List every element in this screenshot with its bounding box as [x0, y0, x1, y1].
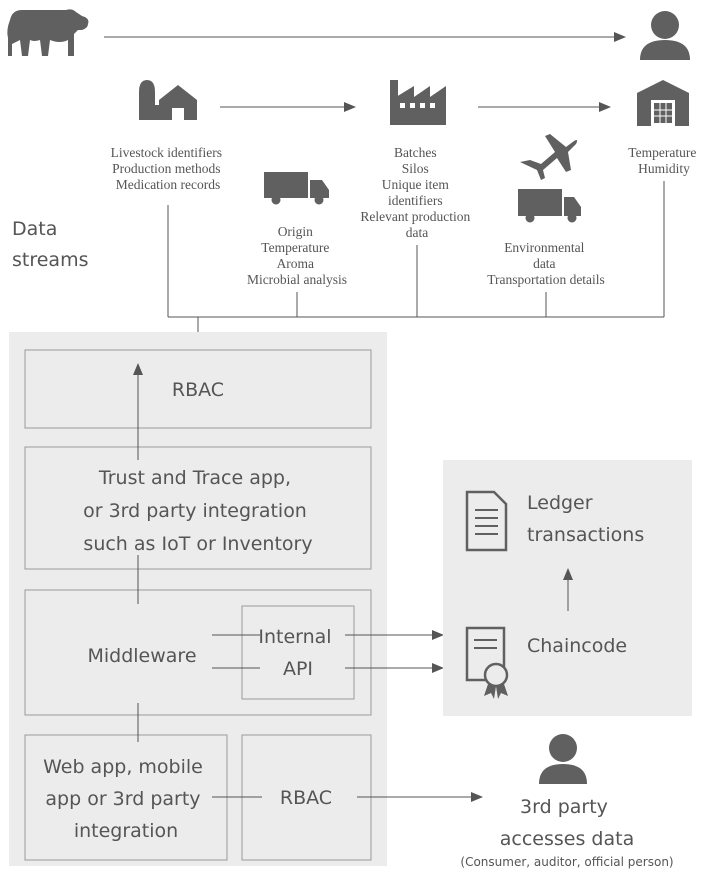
person-icon [539, 734, 587, 784]
trust-trace-label: Trust and Trace app, or 3rd party integr… [83, 467, 313, 555]
farm-data-label: Livestock identifiers Production methods… [111, 145, 226, 192]
document-icon [465, 490, 508, 552]
internal-api-box [241, 605, 355, 700]
cow-icon [7, 9, 89, 57]
internal-api-label: Internal API [258, 626, 337, 680]
factory-icon [390, 80, 446, 125]
truck-icon [518, 189, 581, 223]
warehouse-icon [637, 80, 689, 126]
warehouse-data-label: Temperature Humidity [628, 145, 699, 176]
web-app-box [24, 734, 228, 861]
third-party-label: 3rd party accesses data [500, 796, 634, 850]
rbac-bottom-label: RBAC [280, 787, 332, 809]
truck-data-label: Origin Temperature Aroma Microbial analy… [247, 224, 347, 287]
rbac-top-box [24, 349, 372, 429]
factory-data-label: Batches Silos Unique item identifiers Re… [360, 145, 473, 240]
truck-icon [264, 172, 329, 205]
middleware-label: Middleware [87, 645, 196, 667]
chaincode-label: Chaincode [527, 635, 627, 657]
barn-silo-icon [139, 80, 197, 120]
trust-trace-box [24, 446, 372, 570]
data-stream-connectors [167, 181, 665, 332]
certificate-icon [465, 626, 509, 699]
rbac-bottom-box [241, 734, 372, 861]
web-app-label: Web app, mobile app or 3rd party integra… [43, 756, 209, 842]
rbac-top-label: RBAC [172, 379, 224, 401]
transport-data-label: Environmental data Transportation detail… [487, 240, 605, 287]
ledger-transactions-label: Ledger transactions [527, 492, 644, 546]
airplane-icon [520, 134, 578, 180]
person-icon [640, 11, 690, 60]
third-party-subtitle: (Consumer, auditor, official person) [460, 855, 673, 869]
data-streams-label: Data streams [12, 218, 88, 271]
